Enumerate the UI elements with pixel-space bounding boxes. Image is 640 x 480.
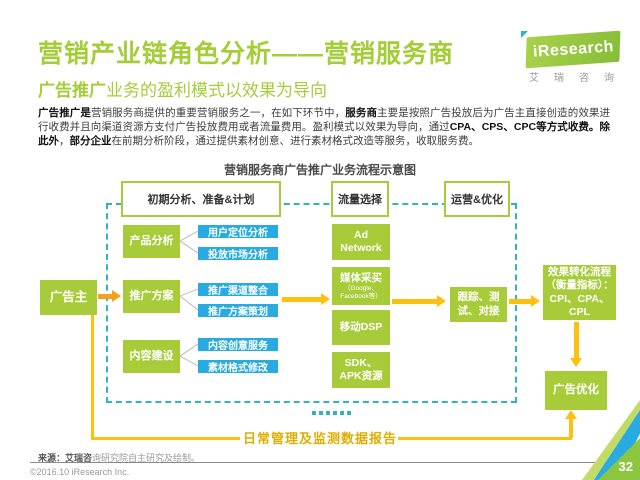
source-rest: 询研究院自主研究及绘制。 <box>92 453 201 463</box>
daily-loop-line-bottom-left-icon <box>91 437 240 440</box>
channel-integration-box: 推广渠道整合 <box>198 283 278 297</box>
user-targeting-box: 用户定位分析 <box>198 225 278 239</box>
media-buying-label: 媒体采买 <box>340 272 382 285</box>
format-edit-box: 素材格式修改 <box>198 360 278 374</box>
product-analysis-box: 产品分析 <box>123 225 180 258</box>
media-buying-box: 媒体采买 （Google、Facebook等） <box>332 267 390 305</box>
daily-report-label: 日常管理及监测数据报告 <box>242 431 397 446</box>
subtitle-keyword: 广告推广 <box>38 81 106 100</box>
page-title: 营销产业链角色分析——营销服务商 <box>38 40 455 68</box>
creative-service-box: 内容创意服务 <box>198 338 278 352</box>
logo-brand-cn: 艾瑞咨询 <box>529 73 629 84</box>
page-subtitle: 广告推广业务的盈利模式以效果为导向 <box>38 76 327 101</box>
phase-box-analysis: 初期分析、准备&计划 <box>121 181 281 217</box>
arrow-conversion-to-optimization-icon <box>574 322 579 359</box>
arrowhead-traffic-to-tracking-icon <box>437 295 446 307</box>
page-number: 32 <box>618 459 633 474</box>
conversion-box: 效果转化流程（衡量指标）：CPI、CPA、CPL <box>543 265 616 320</box>
arrow-plan-to-traffic-icon <box>282 297 322 302</box>
diagram-title: 营销服务商广告推广业务流程示意图 <box>223 163 416 177</box>
arrow-tracking-to-conversion-icon <box>509 299 532 304</box>
content-build-box: 内容建设 <box>123 340 180 373</box>
mobile-dsp-box: 移动DSP <box>332 310 390 345</box>
media-buying-note: （Google、Facebook等） <box>340 285 382 300</box>
arrowhead-daily-loop-up-icon <box>565 410 577 419</box>
copyright-text: ©2016.10 iResearch Inc. <box>30 467 130 477</box>
arrowhead-advertiser-to-plan-icon <box>112 290 121 302</box>
arrowhead-plan-to-traffic-icon <box>321 293 330 305</box>
plan-design-box: 推广方案策划 <box>198 304 278 318</box>
source-prefix: 来源：艾瑞咨 <box>38 453 93 463</box>
source-note: 来源：艾瑞咨询研究院自主研究及绘制。 <box>38 451 200 464</box>
tracking-box: 跟踪、测试、对接 <box>450 287 507 322</box>
ellipsis-dots-icon <box>312 411 351 415</box>
logo-corner-icon <box>521 31 528 38</box>
ad-network-box: Ad Network <box>332 224 390 260</box>
daily-loop-line-bottom-right-icon <box>398 437 572 440</box>
daily-loop-line-left-icon <box>91 315 94 438</box>
arrowhead-conversion-to-optimization-icon <box>570 358 582 367</box>
advertiser-box: 广告主 <box>40 280 97 315</box>
sdk-apk-box: SDK、APK资源 <box>332 352 390 388</box>
footer-divider <box>30 462 605 463</box>
promotion-plan-box: 推广方案 <box>123 280 180 313</box>
phase-box-traffic: 流量选择 <box>331 181 389 217</box>
ad-optimization-box: 广告优化 <box>545 371 607 410</box>
market-analysis-box: 投放市场分析 <box>198 247 278 261</box>
arrow-traffic-to-tracking-icon <box>392 299 438 304</box>
daily-loop-line-up-icon <box>569 419 573 438</box>
arrow-advertiser-to-plan-icon <box>98 294 113 299</box>
arrowhead-tracking-to-conversion-icon <box>531 295 540 307</box>
phase-box-operation: 运营&优化 <box>444 181 510 217</box>
intro-paragraph: 广告推广是营销服务商提供的重要营销服务之一，在如下环节中，服务商主要是按照广告投… <box>38 107 611 148</box>
subtitle-rest: 业务的盈利模式以效果为导向 <box>106 81 327 100</box>
